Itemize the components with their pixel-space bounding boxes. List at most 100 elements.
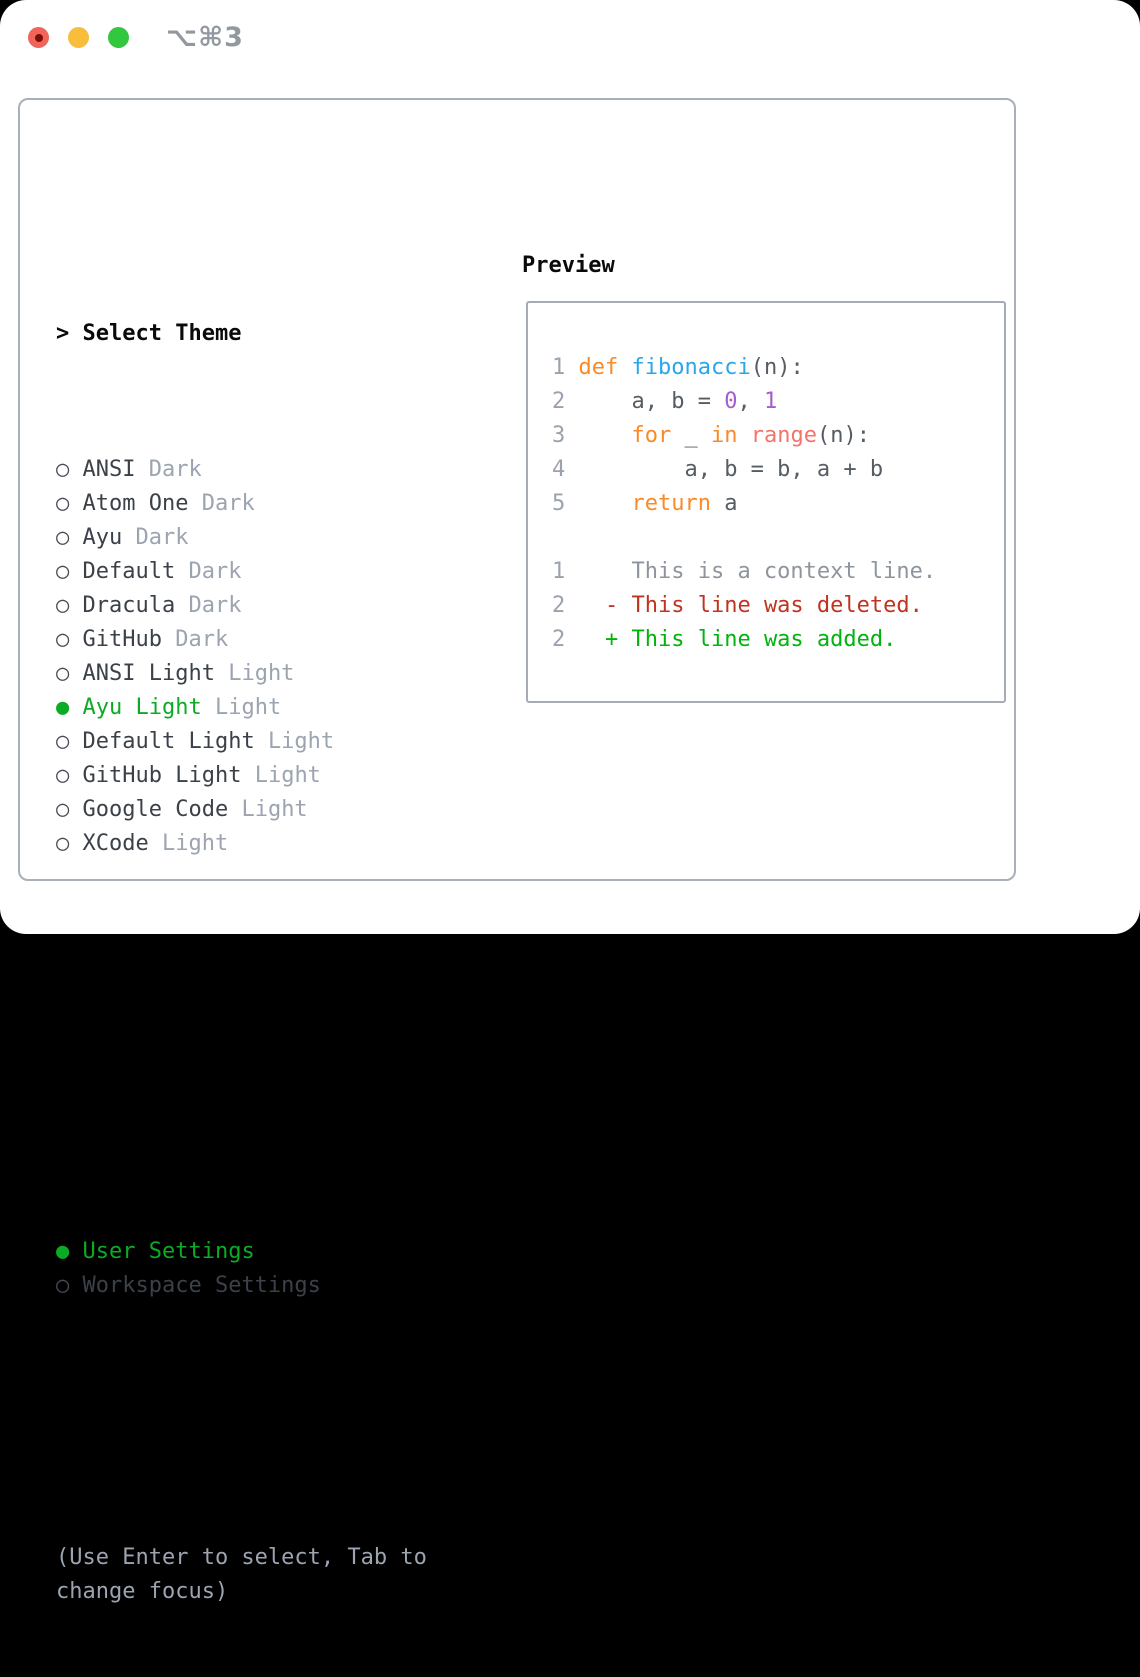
line-number: 3: [552, 423, 566, 448]
theme-item-label: Google Code: [82, 797, 229, 822]
theme-item-dracula[interactable]: ○ Dracula Dark: [56, 589, 508, 623]
code-token: for: [631, 423, 672, 448]
line-number: 2: [552, 593, 566, 618]
minimize-button[interactable]: [68, 27, 89, 48]
radio-unselected-icon: ○: [56, 559, 83, 584]
code-line: 1 def fibonacci(n):: [552, 351, 1004, 385]
code-token: in: [710, 423, 738, 448]
theme-variant-tag: Light: [241, 797, 308, 822]
code-line: [552, 521, 1004, 555]
code-token: (n):: [816, 423, 870, 448]
line-number: 1: [552, 559, 566, 584]
theme-item-atom-one[interactable]: ○ Atom One Dark: [56, 487, 508, 521]
apply-option-user-settings[interactable]: ● User Settings: [56, 1235, 508, 1269]
prompt-caret-icon: >: [56, 321, 70, 346]
line-number: 2: [552, 627, 566, 652]
theme-item-google-code[interactable]: ○ Google Code Light: [56, 793, 508, 827]
theme-item-xcode[interactable]: ○ XCode Light: [56, 827, 508, 861]
theme-item-ansi-light[interactable]: ○ ANSI Light Light: [56, 657, 508, 691]
zoom-button[interactable]: [108, 27, 129, 48]
code-token: (n):: [750, 355, 804, 380]
code-token: 1: [763, 389, 778, 414]
theme-variant-tag: Light: [267, 729, 335, 754]
radio-unselected-icon: ○: [56, 491, 83, 516]
code-line: 2 - This line was deleted.: [552, 589, 1004, 623]
preview-title: Preview: [522, 253, 615, 278]
theme-item-label: Default Light: [82, 729, 255, 754]
radio-unselected-icon: ○: [56, 593, 83, 618]
code-token: ,: [737, 389, 764, 414]
theme-item-ayu[interactable]: ○ Ayu Dark: [56, 521, 508, 555]
theme-item-label: Default: [82, 559, 176, 584]
apply-to-header: Apply To: [56, 1099, 508, 1133]
radio-unselected-icon: ○: [56, 1273, 83, 1298]
code-token: [737, 423, 750, 448]
theme-item-label: Dracula: [82, 593, 176, 618]
theme-item-github[interactable]: ○ GitHub Dark: [56, 623, 508, 657]
code-token: a, b =: [578, 389, 725, 414]
code-token: [579, 491, 632, 516]
radio-unselected-icon: ○: [56, 831, 83, 856]
radio-unselected-icon: ○: [56, 457, 83, 482]
code-token: - This line was deleted.: [605, 593, 923, 618]
code-token: 0: [724, 389, 738, 414]
theme-item-label: ANSI Light: [82, 661, 215, 686]
code-line: 2 + This line was added.: [552, 623, 1004, 657]
code-token: [579, 593, 606, 618]
code-token: range: [750, 423, 817, 448]
code-token: [579, 423, 632, 448]
radio-unselected-icon: ○: [56, 525, 83, 550]
code-line: 1 This is a context line.: [552, 555, 1004, 589]
theme-item-label: Ayu: [82, 525, 123, 550]
app-window: ⌥⌘3 > Select Theme ○ ANSI Dark○ Atom One…: [0, 0, 1140, 1604]
theme-variant-tag: Dark: [175, 627, 229, 652]
theme-item-label: XCode: [82, 831, 149, 856]
line-number: 4: [552, 457, 566, 482]
close-button[interactable]: [28, 27, 49, 48]
theme-variant-tag: Light: [254, 763, 321, 788]
theme-variant-tag: Dark: [148, 457, 202, 482]
line-number: 5: [552, 491, 566, 516]
select-theme-title: Select Theme: [82, 321, 242, 346]
radio-unselected-icon: ○: [56, 797, 83, 822]
code-token: [618, 355, 631, 380]
code-token: This is a context line.: [578, 559, 937, 584]
code-token: a: [710, 491, 738, 516]
theme-item-ayu-light[interactable]: ● Ayu Light Light: [56, 691, 508, 725]
apply-to-title: Apply To: [82, 1103, 189, 1128]
theme-picker-panel: > Select Theme ○ ANSI Dark○ Atom One Dar…: [18, 98, 1016, 1604]
spacer: [56, 963, 508, 997]
theme-variant-tag: Dark: [188, 559, 242, 584]
radio-selected-icon: ●: [56, 695, 83, 720]
theme-variant-tag: Dark: [188, 593, 242, 618]
code-line: 3 for _ in range(n):: [552, 419, 1004, 453]
theme-item-label: ANSI: [82, 457, 136, 482]
code-token: def: [578, 355, 619, 380]
code-line: 5 return a: [552, 487, 1004, 521]
code-token: + This line was added.: [605, 627, 897, 652]
line-number: 1: [552, 355, 566, 380]
apply-option-label: User Settings: [82, 1239, 255, 1264]
code-token: _: [671, 423, 711, 448]
radio-unselected-icon: ○: [56, 627, 83, 652]
theme-item-default-light[interactable]: ○ Default Light Light: [56, 725, 508, 759]
theme-item-default[interactable]: ○ Default Dark: [56, 555, 508, 589]
radio-unselected-icon: ○: [56, 661, 83, 686]
radio-unselected-icon: ○: [56, 763, 83, 788]
theme-variant-tag: Light: [228, 661, 295, 686]
theme-variant-tag: Light: [214, 695, 282, 720]
select-theme-header: > Select Theme: [56, 317, 508, 351]
code-line: 2 a, b = 0, 1: [552, 385, 1004, 419]
theme-variant-tag: Light: [161, 831, 229, 856]
keyboard-hint: (Use Enter to select, Tab to change focu…: [56, 1545, 427, 1604]
theme-item-label: Ayu Light: [82, 695, 202, 720]
theme-item-github-light[interactable]: ○ GitHub Light Light: [56, 759, 508, 793]
theme-list: ○ ANSI Dark○ Atom One Dark○ Ayu Dark○ De…: [56, 453, 508, 861]
code-line: 4 a, b = b, a + b: [552, 453, 1004, 487]
code-token: return: [631, 491, 711, 516]
theme-item-ansi[interactable]: ○ ANSI Dark: [56, 453, 508, 487]
theme-item-label: Atom One: [82, 491, 189, 516]
apply-option-workspace-settings[interactable]: ○ Workspace Settings: [56, 1269, 508, 1303]
spacer: [56, 1405, 508, 1439]
